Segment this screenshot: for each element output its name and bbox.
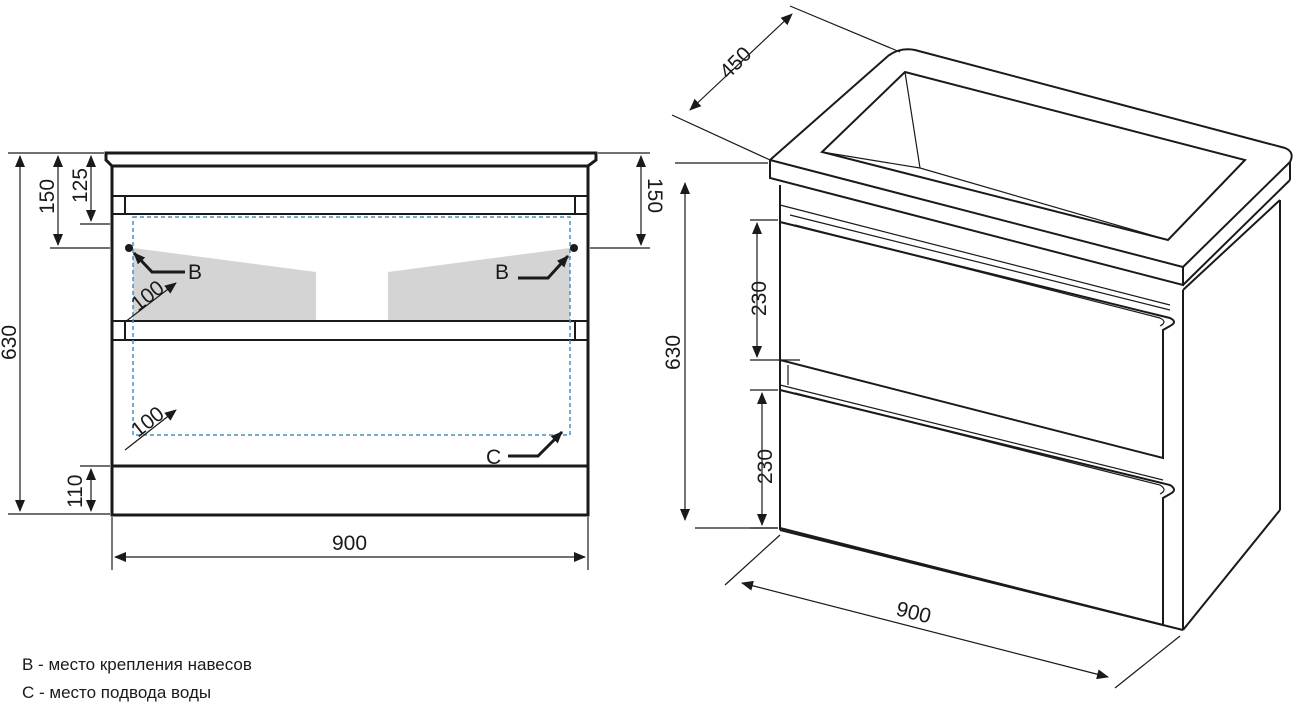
iso-depth-dim: 450 [715, 42, 756, 83]
iso-drawer-bottom-dim: 230 [754, 449, 777, 484]
iso-view: 450 630 230 230 900 [662, 5, 1293, 689]
front-view: B B C 100 100 630 150 125 110 150 [0, 151, 666, 570]
front-top-offset-dim: 150 [36, 179, 59, 214]
countertop-outline [104, 151, 598, 168]
iso-drawer-bottom [779, 388, 1175, 627]
water-label: C [486, 446, 501, 469]
iso-drawer-top-dim: 230 [748, 281, 771, 316]
legend-water: C - место подвода воды [22, 683, 212, 702]
legend-mount: B - место крепления навесов [22, 655, 252, 674]
front-right-offset-dim: 150 [643, 178, 666, 213]
iso-drawer-top [779, 220, 1175, 460]
mount-zone-right [388, 248, 570, 320]
front-width-dim: 900 [332, 532, 367, 555]
mount-point-right [570, 244, 578, 252]
middle-shelf [124, 320, 576, 341]
top-rail [124, 195, 576, 215]
iso-height-dim: 630 [662, 335, 685, 370]
iso-countertop-top [769, 48, 1293, 268]
mount-label-left: B [188, 261, 202, 284]
front-height-dim: 630 [0, 325, 21, 360]
front-countertop-dim: 125 [69, 168, 92, 203]
iso-basin-outer [820, 70, 1247, 242]
iso-basin-inner [904, 71, 1169, 241]
front-plinth-dim: 110 [64, 475, 87, 508]
iso-countertop-front [769, 159, 1184, 287]
depth-dim-lower: 100 [127, 402, 169, 442]
mount-zone-left [133, 248, 316, 320]
mount-label-right: B [495, 261, 509, 284]
mount-point-left [125, 244, 133, 252]
dashed-inner-zone [132, 216, 571, 436]
